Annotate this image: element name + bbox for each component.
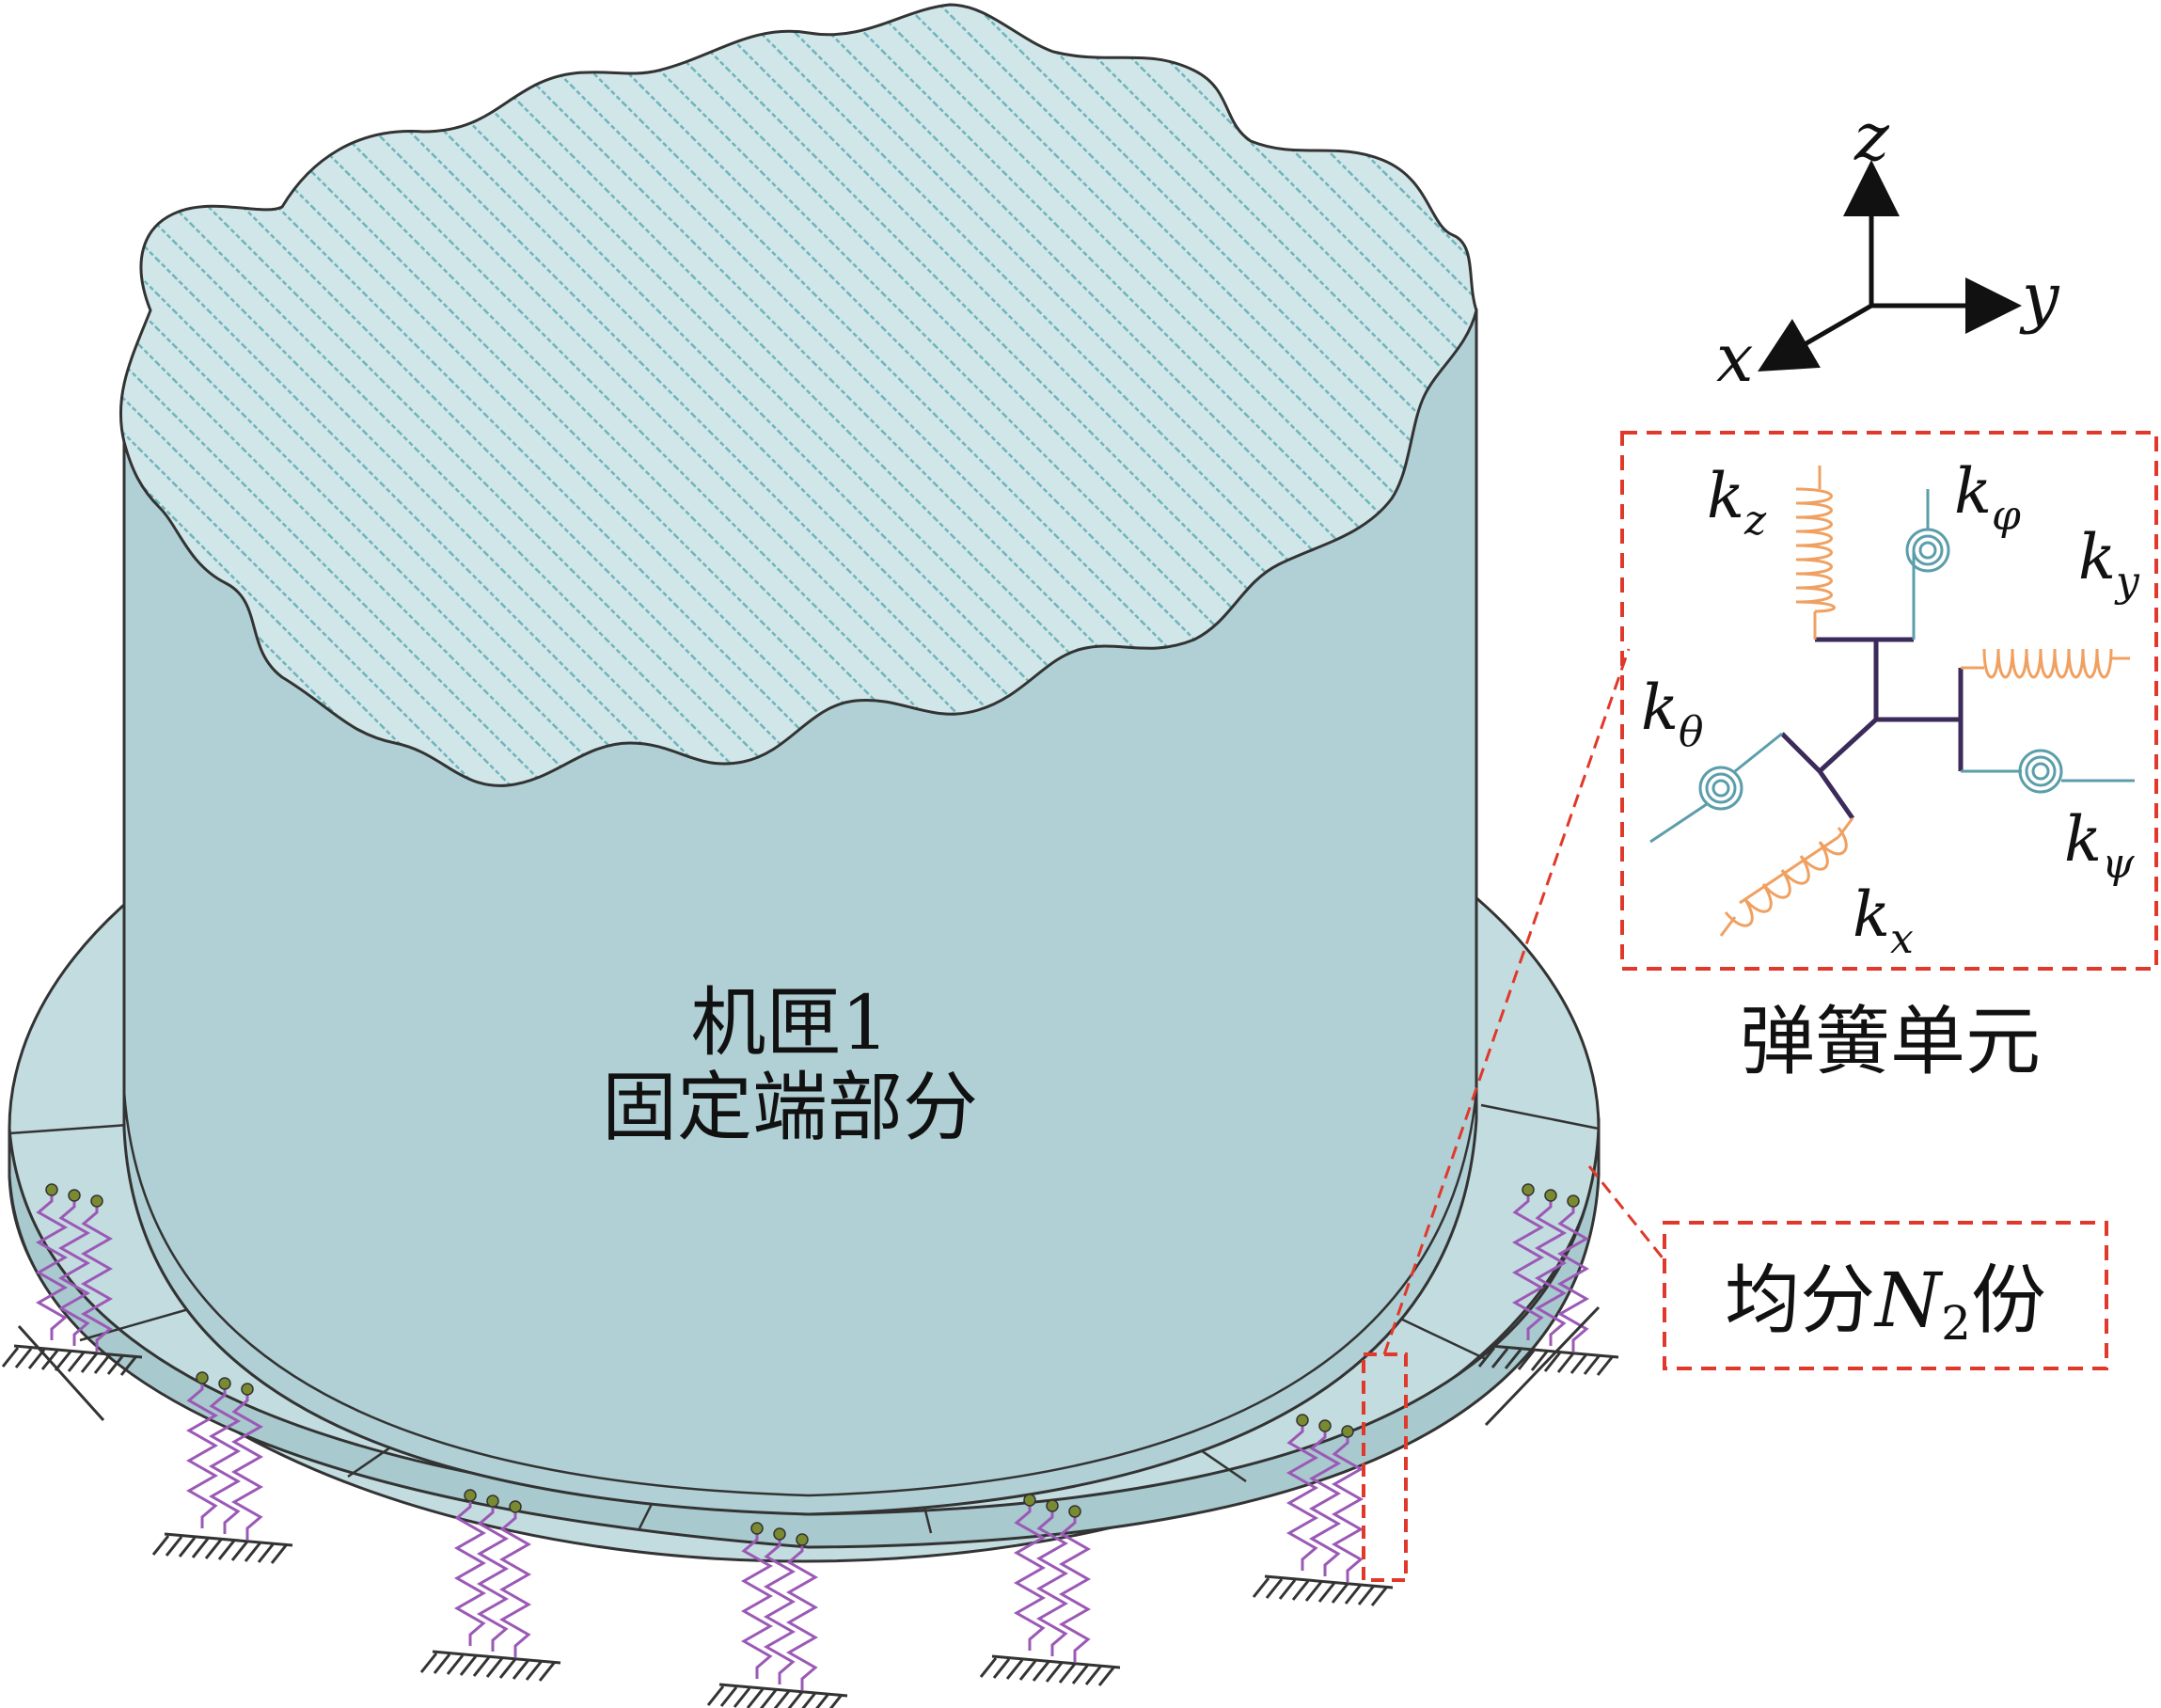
casing-label-line2: 固定端部分 — [602, 1064, 978, 1151]
k-z-label: kz — [1707, 460, 1767, 545]
spring-unit-caption: 弹簧单元 — [1740, 998, 2041, 1085]
divide-label: 均分N2份 — [1725, 1257, 2046, 1351]
coordinate-axes — [1758, 160, 2022, 372]
wavy-cut-surface — [118, 3, 1478, 787]
axis-z-label: z — [1853, 99, 1890, 176]
casing-label-line1: 机匣1 — [691, 979, 890, 1067]
axis-y-label: y — [2019, 259, 2060, 336]
casing-body — [118, 3, 1478, 1516]
spring-unit-detail — [1649, 466, 2135, 937]
k-phi-label: kφ — [1954, 455, 2021, 540]
divide-box — [1663, 1221, 2108, 1370]
k-y-label: ky — [2078, 521, 2140, 606]
k-psi-label: kψ — [2064, 803, 2135, 888]
k-x-label: kx — [1853, 878, 1914, 963]
k-theta-label: kθ — [1641, 672, 1704, 756]
spring-unit-box — [1620, 431, 2158, 971]
ground-hatch — [17, 1305, 1601, 1427]
stiffness-labels: kz kφ ky kθ kψ kx — [1641, 455, 2140, 963]
axis-x-label: x — [1716, 320, 1753, 397]
